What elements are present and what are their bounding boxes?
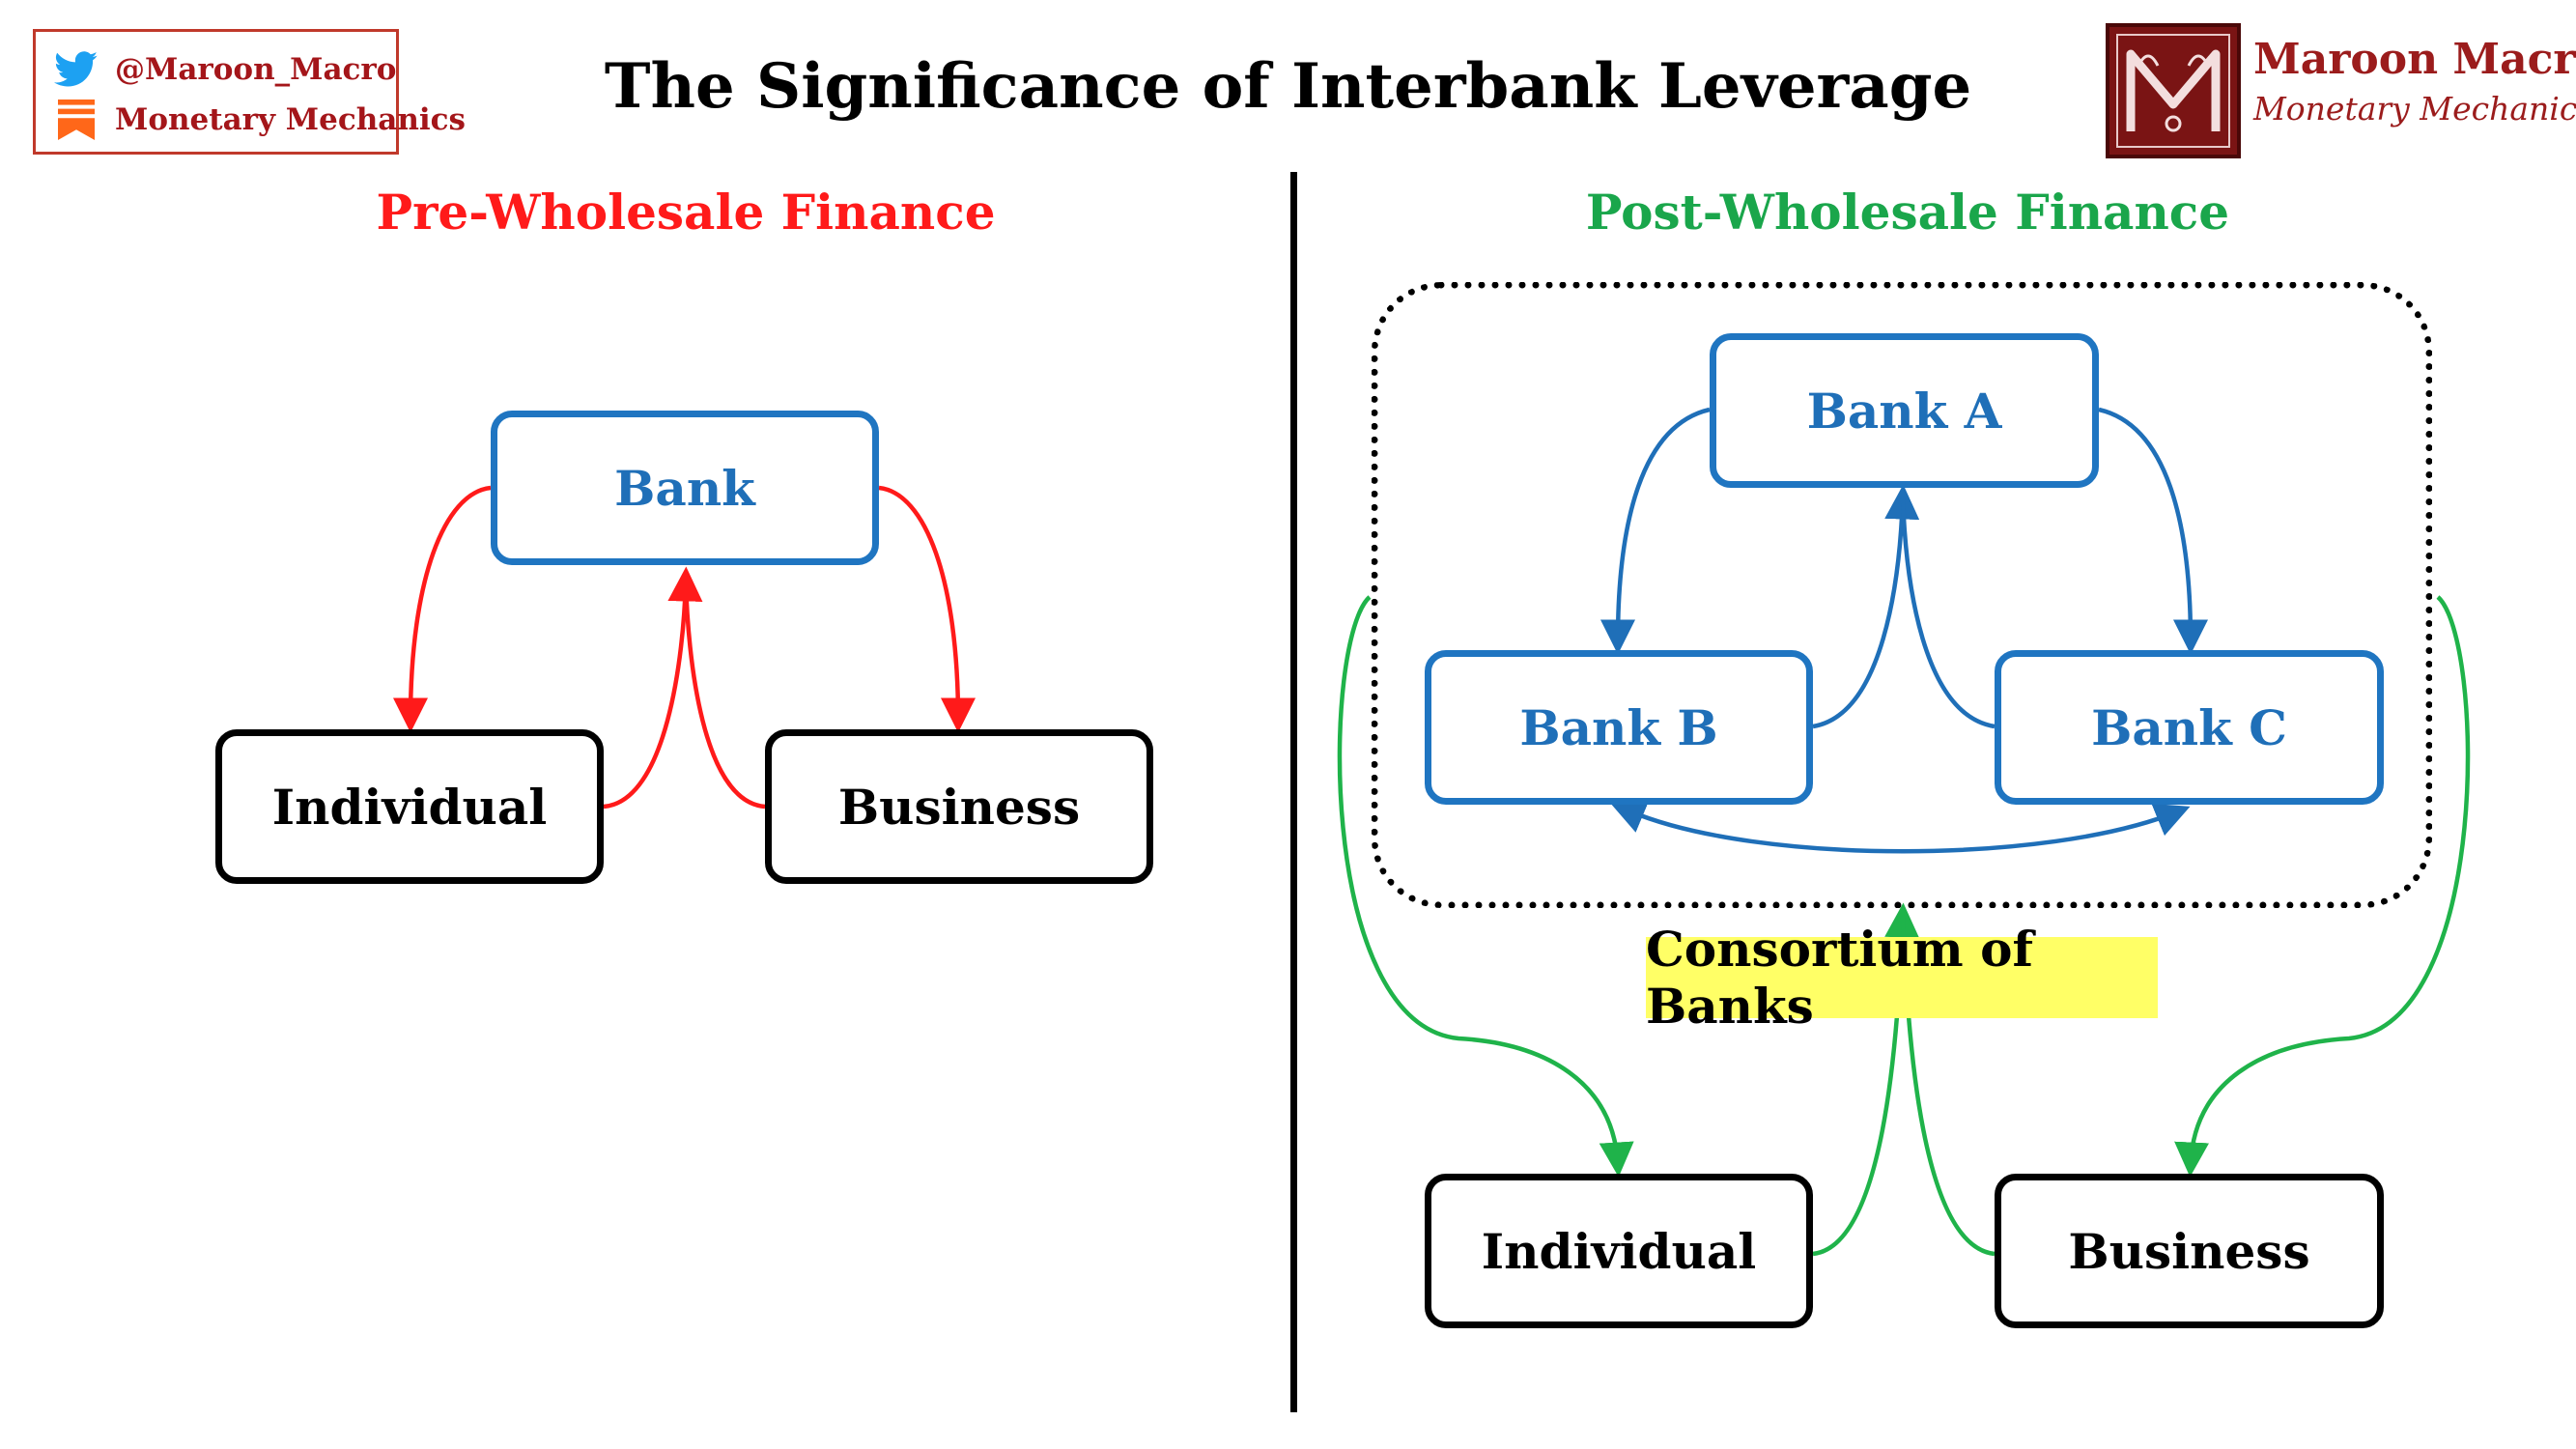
node-business-right[interactable]: Business bbox=[1995, 1174, 2384, 1328]
twitter-link[interactable]: @Maroon_Macro bbox=[53, 45, 396, 94]
arrow-banka-to-bankc bbox=[2098, 407, 2208, 655]
node-individual-right[interactable]: Individual bbox=[1425, 1174, 1813, 1328]
arrow-bankb-to-banka bbox=[1812, 484, 1920, 729]
arrow-bankc-to-banka bbox=[1900, 497, 1996, 729]
arrow-banka-to-bankb bbox=[1600, 407, 1711, 655]
substack-link[interactable]: Monetary Mechanics bbox=[53, 96, 466, 144]
node-bank-c[interactable]: Bank C bbox=[1995, 650, 2384, 805]
arrow-bank-to-business bbox=[878, 485, 976, 733]
arrow-bankb-bankc-bidirectional bbox=[1610, 800, 2191, 854]
arrow-consortium-to-individual bbox=[1337, 595, 1634, 1178]
bookmark-icon bbox=[53, 98, 99, 142]
node-business-left[interactable]: Business bbox=[765, 729, 1153, 884]
brand-tagline: Monetary Mechanics bbox=[2253, 90, 2576, 128]
panel-divider bbox=[1290, 172, 1297, 1412]
monogram-icon bbox=[2116, 34, 2230, 148]
brand-text: Maroon Macro Monetary Mechanics bbox=[2253, 35, 2576, 128]
arrow-consortium-to-business bbox=[2174, 595, 2471, 1178]
brand-logo bbox=[2106, 23, 2241, 158]
bird-icon bbox=[53, 47, 99, 92]
consortium-boundary bbox=[1372, 282, 2432, 908]
page-title: The Significance of Interbank Leverage bbox=[604, 50, 1972, 123]
twitter-handle: @Maroon_Macro bbox=[115, 52, 397, 87]
node-bank-a[interactable]: Bank A bbox=[1710, 333, 2099, 488]
arrow-individual-to-bank bbox=[603, 566, 703, 810]
consortium-label: Consortium of Banks bbox=[1646, 921, 2158, 1035]
social-links-box: @Maroon_Macro Monetary Mechanics bbox=[33, 29, 466, 155]
node-bank[interactable]: Bank bbox=[491, 411, 879, 565]
post-wholesale-heading: Post-Wholesale Finance bbox=[1585, 184, 2230, 241]
substack-name: Monetary Mechanics bbox=[115, 102, 466, 137]
arrow-bank-to-individual bbox=[393, 485, 492, 733]
node-bank-b[interactable]: Bank B bbox=[1425, 650, 1813, 805]
brand-name: Maroon Macro bbox=[2253, 35, 2576, 84]
arrow-business-to-bank bbox=[683, 579, 766, 810]
pre-wholesale-heading: Pre-Wholesale Finance bbox=[376, 184, 996, 241]
node-individual-left[interactable]: Individual bbox=[215, 729, 604, 884]
